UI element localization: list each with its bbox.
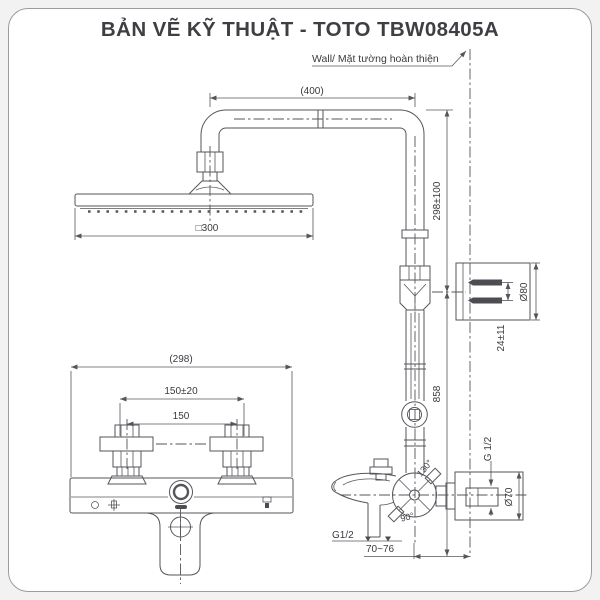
- slide-ring: [401, 401, 428, 428]
- dim-column-height: 858: [432, 292, 450, 556]
- dim-outlet-thread: G 1/2: [483, 436, 494, 516]
- dim-bracket-dia-text: Ø80: [519, 282, 530, 301]
- dim-wall-offset-text: 70~76: [366, 544, 395, 555]
- dim-bracket-adjust-text: 24±11: [496, 324, 507, 351]
- inlet-flange-left: [99, 436, 154, 452]
- bracket-screw-bottom: [468, 297, 502, 304]
- dim-flange-dia: Ø70: [504, 472, 522, 520]
- shower-head: [74, 146, 314, 222]
- inlet-flange-right: [209, 436, 264, 452]
- dim-bracket-adjust: 24±11: [496, 282, 513, 352]
- dim-upper-height-text: 298±100: [432, 181, 443, 220]
- front-knob: [169, 480, 193, 504]
- angle-upper-label: 130°: [415, 457, 435, 478]
- shower-arm: [200, 109, 425, 152]
- wall-flange: [454, 471, 524, 521]
- mixer-side-view: 130° 90°: [331, 457, 528, 538]
- front-spout: [159, 527, 201, 576]
- dim-body-width-text: (298): [169, 354, 192, 365]
- mixer-front-view: [69, 419, 294, 584]
- dim-head-size: □300: [74, 208, 314, 240]
- page-title: BẢN VẼ KỸ THUẬT - TOTO TBW08405A: [100, 18, 500, 41]
- handle-tab-upper: [424, 467, 442, 485]
- dim-arm-length: (400): [209, 86, 416, 107]
- dim-flange-dia-text: Ø70: [504, 487, 515, 506]
- label-spout-thread: G1/2: [332, 530, 402, 542]
- dim-head-size-text: □300: [196, 223, 219, 234]
- dim-bracket-dia: Ø80: [519, 262, 540, 321]
- dim-upper-height: 298±100: [426, 109, 453, 292]
- dim-inlet-span-text: 150: [173, 411, 190, 422]
- wall-finish-label: Wall/ Mặt tường hoàn thiện: [312, 50, 467, 67]
- label-spout-thread-text: G1/2: [332, 530, 354, 541]
- dim-column-height-text: 858: [432, 385, 443, 402]
- dim-outlet-thread-text: G 1/2: [483, 436, 494, 461]
- mixer-body: [69, 477, 294, 514]
- dim-wall-offset: 70~76: [364, 543, 470, 559]
- handle-tab-lower: [387, 505, 405, 523]
- dim-inlet-span-tol-text: 150±20: [164, 386, 198, 397]
- bracket-screw-top: [468, 279, 502, 286]
- wall-label-text: Wall/ Mặt tường hoàn thiện: [312, 53, 439, 65]
- dim-arm-length-text: (400): [300, 86, 323, 97]
- dim-inlet-span: 150: [126, 411, 237, 427]
- dim-inlet-span-tol: 150±20: [119, 386, 245, 436]
- spout-side: [331, 458, 397, 538]
- dim-body-width: (298): [70, 354, 293, 477]
- angle-lower-label: 90°: [399, 510, 415, 523]
- riser-column: [399, 134, 466, 545]
- wall-bracket: [455, 262, 531, 321]
